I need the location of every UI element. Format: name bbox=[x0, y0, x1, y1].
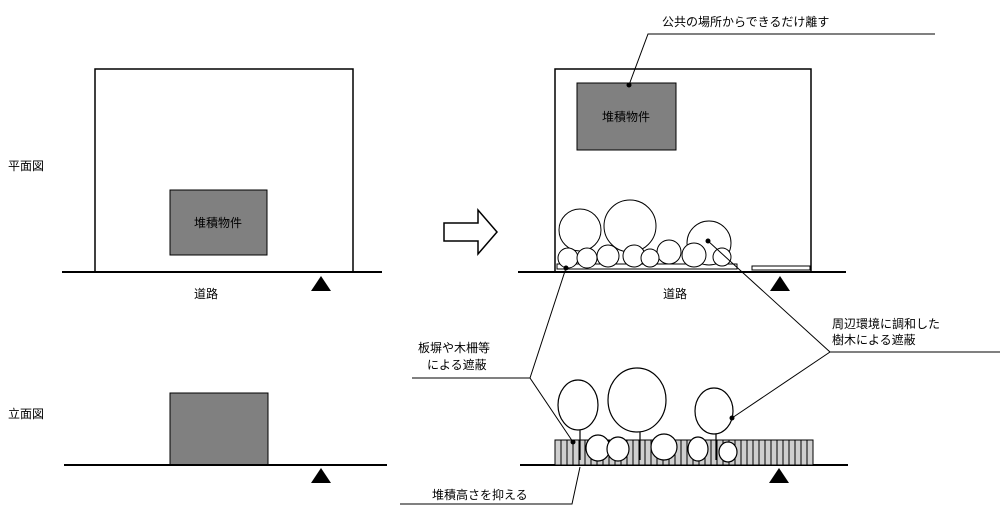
north-marker-elevation-left bbox=[311, 468, 331, 483]
stockpile-label-left: 堆積物件 bbox=[194, 215, 242, 230]
callout-height: 堆積高さを抑える bbox=[432, 487, 528, 502]
shrub bbox=[650, 433, 678, 461]
north-marker-left bbox=[311, 276, 331, 291]
tree-crown bbox=[607, 367, 667, 433]
shrub bbox=[687, 436, 709, 462]
tree-crown bbox=[557, 247, 579, 269]
tree-crown bbox=[681, 242, 707, 268]
stockpile-left bbox=[169, 189, 268, 256]
callout-trees-line1: 周辺環境に調和した bbox=[832, 316, 940, 331]
trees-elevation bbox=[557, 367, 738, 463]
plan-view-label: 平面図 bbox=[8, 159, 44, 173]
tree-crown bbox=[640, 248, 660, 268]
callout-trees-line2: 樹木による遮蔽 bbox=[832, 332, 916, 347]
tree-crown bbox=[596, 244, 620, 268]
callout-fence-line2: による遮蔽 bbox=[427, 357, 487, 372]
road-label-left: 道路 bbox=[194, 286, 218, 301]
transition-arrow bbox=[443, 207, 498, 257]
north-marker-elevation-right bbox=[769, 468, 789, 483]
callout-fence-line1: 板塀や木柵等 bbox=[418, 341, 490, 355]
stockpile-elevation-left bbox=[169, 392, 269, 466]
callout-distance: 公共の場所からできるだけ離す bbox=[662, 15, 829, 29]
road-label-right: 道路 bbox=[663, 286, 687, 301]
tree-crown bbox=[712, 247, 732, 267]
tree-crown bbox=[603, 199, 657, 253]
tree-crown bbox=[558, 208, 602, 252]
tree-crown bbox=[576, 247, 598, 269]
fence-plan-right-part bbox=[751, 265, 811, 271]
north-marker-right bbox=[770, 276, 790, 291]
stockpile-label-right: 堆積物件 bbox=[602, 109, 650, 124]
elevation-view-label: 立面図 bbox=[8, 406, 44, 421]
trees-plan bbox=[557, 199, 732, 269]
stockpile-right bbox=[576, 82, 677, 151]
shrub bbox=[585, 434, 611, 462]
tree-crown bbox=[694, 387, 734, 435]
tree-crown bbox=[557, 379, 599, 431]
tree-crown bbox=[656, 239, 682, 265]
callout-lines bbox=[400, 33, 1000, 505]
shrub bbox=[606, 436, 630, 462]
shrub bbox=[718, 441, 738, 463]
